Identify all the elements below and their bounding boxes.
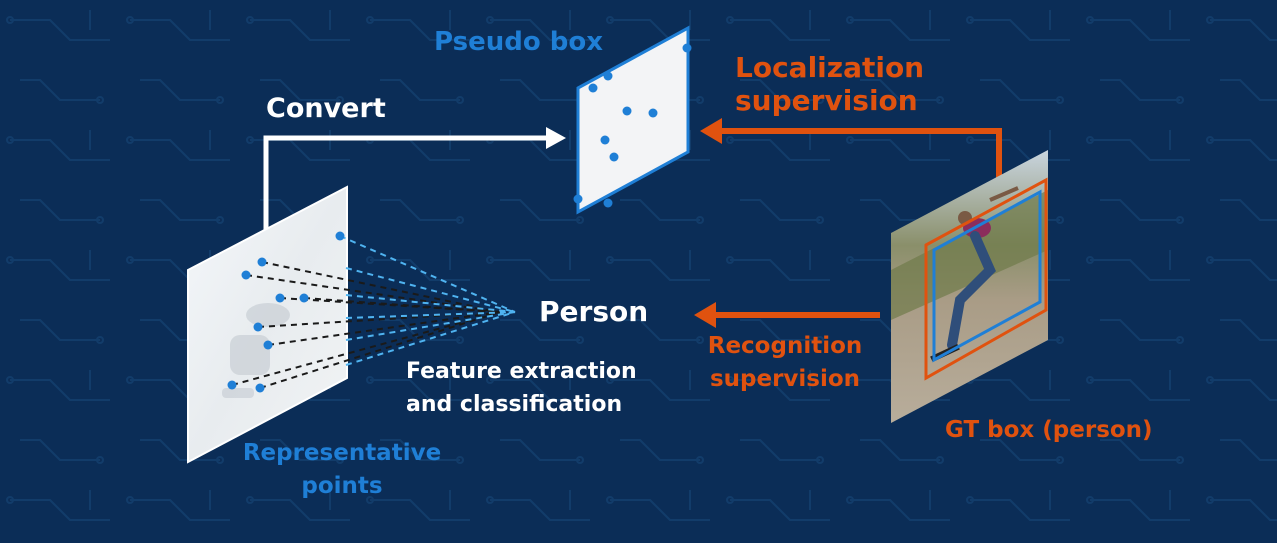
rep-point — [253, 322, 263, 332]
pseudo-box-label: Pseudo box — [434, 27, 603, 57]
pseudo-point — [588, 83, 598, 93]
convert-label: Convert — [266, 93, 386, 124]
rep-point — [241, 270, 251, 280]
pseudo-point — [648, 108, 658, 118]
pseudo-point — [573, 194, 583, 204]
rep-point — [263, 340, 273, 350]
gt-box-blue — [932, 189, 1042, 363]
rep-point — [257, 257, 267, 267]
representative-label-line1: Representative — [242, 440, 442, 466]
pseudo-point — [682, 43, 692, 53]
pseudo-point — [603, 198, 613, 208]
gt-box-label: GT box (person) — [945, 417, 1153, 443]
feature-label-line1: Feature extraction — [406, 359, 637, 384]
person-label: Person — [539, 295, 649, 328]
recognition-arrowhead — [694, 302, 716, 328]
localization-arrow — [718, 128, 1002, 182]
rep-point — [275, 293, 285, 303]
faded-skater-silhouette — [222, 303, 290, 398]
gt-box-orange — [924, 177, 1048, 381]
pseudo-point — [600, 135, 610, 145]
rep-point — [299, 293, 309, 303]
feature-label-line2: and classification — [406, 392, 623, 417]
convert-arrowhead — [546, 127, 566, 149]
localization-label-line2: supervision — [735, 84, 918, 117]
convert-arrow — [263, 135, 550, 232]
pseudo-box-points — [573, 43, 692, 208]
recognition-label-line2: supervision — [709, 366, 861, 392]
pseudo-point — [622, 106, 632, 116]
pseudo-point — [609, 152, 619, 162]
localization-arrowhead — [700, 118, 722, 144]
rep-point — [335, 231, 345, 241]
representative-label-line2: points — [301, 473, 383, 499]
representative-points — [227, 231, 345, 393]
rep-point — [255, 383, 265, 393]
rep-point — [227, 380, 237, 390]
pseudo-point — [603, 71, 613, 81]
localization-label-line1: Localization — [735, 51, 925, 84]
recognition-label-line1: Recognition — [707, 333, 863, 359]
feature-lines-blue — [339, 235, 516, 366]
